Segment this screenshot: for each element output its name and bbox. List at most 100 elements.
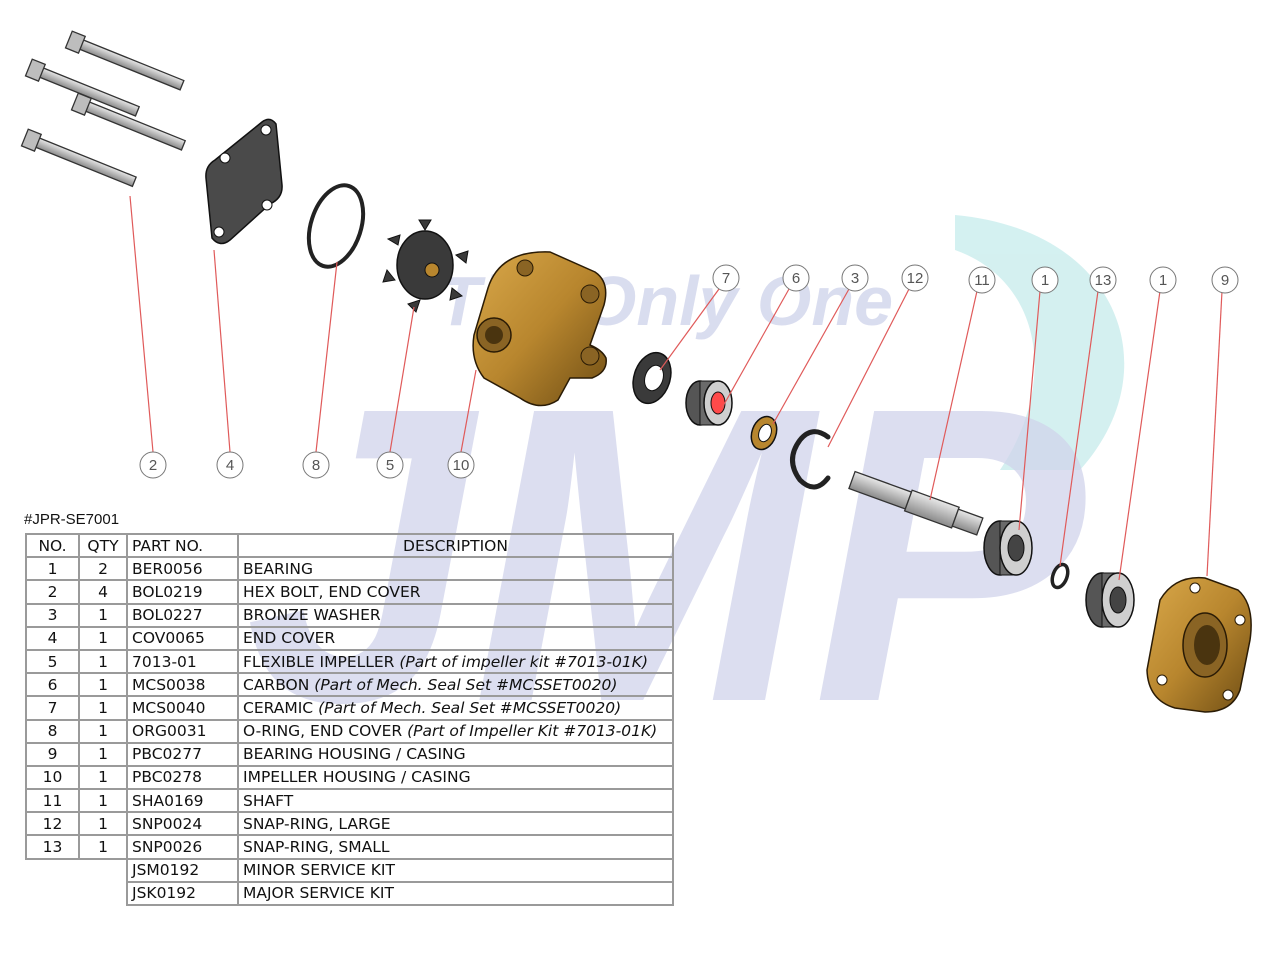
- cell-qty: 4: [78, 579, 128, 605]
- table-header-row: NO. QTY PART NO. DESCRIPTION: [25, 532, 674, 559]
- callout-1a: 1: [1031, 266, 1059, 294]
- cell-qty: 1: [78, 602, 128, 628]
- cell-part-no: PBC0277: [126, 741, 239, 767]
- kit-id: #JPR-SE7001: [24, 511, 120, 528]
- cell-part-no: COV0065: [126, 625, 239, 651]
- description-text: CARBON: [243, 675, 315, 694]
- callout-label: 3: [851, 270, 859, 287]
- description-text: BEARING HOUSING / CASING: [243, 745, 466, 764]
- o-ring: [306, 183, 366, 269]
- header-no: NO.: [25, 532, 80, 559]
- cell-description: BEARING HOUSING / CASING: [237, 741, 674, 767]
- cell-description: CARBON (Part of Mech. Seal Set #MCSSET00…: [237, 672, 674, 698]
- cell-description: MAJOR SERVICE KIT: [237, 880, 674, 907]
- description-text: SHAFT: [243, 791, 294, 810]
- callout-1b: 1: [1149, 266, 1177, 294]
- snap-ring-large: [790, 429, 831, 490]
- callout-label: 4: [226, 457, 234, 474]
- cell-description: END COVER: [237, 625, 674, 651]
- cell-description: BEARING: [237, 556, 674, 582]
- cell-part-no: MCS0040: [126, 695, 239, 721]
- cell-qty: 1: [78, 811, 128, 837]
- description-text: BRONZE WASHER: [243, 606, 381, 625]
- cell-qty: 1: [78, 741, 128, 767]
- cell-qty: 1: [78, 834, 128, 860]
- callout-label: 13: [1095, 272, 1112, 289]
- header-qty: QTY: [78, 532, 128, 559]
- header-description: DESCRIPTION: [237, 532, 674, 559]
- end-cover: [205, 118, 283, 245]
- cell-part-no: JSM0192: [126, 857, 239, 883]
- callout-label: 12: [907, 270, 924, 287]
- callout-label: 7: [722, 270, 730, 287]
- cell-qty: 1: [78, 648, 128, 675]
- cell-part-no: PBC0278: [126, 764, 239, 791]
- callout-label: 8: [312, 457, 320, 474]
- callout-12: 12: [901, 264, 929, 292]
- cell-no: 6: [25, 672, 80, 698]
- shaft: [848, 470, 984, 536]
- cell-no: 12: [25, 811, 80, 837]
- cell-qty: 1: [78, 718, 128, 744]
- callout-5: 5: [376, 451, 404, 479]
- cell-no: 3: [25, 602, 80, 628]
- bronze-washer: [750, 415, 778, 451]
- description-text: SNAP-RING, SMALL: [243, 838, 390, 857]
- description-text: END COVER: [243, 629, 336, 648]
- callout-label: 6: [792, 270, 800, 287]
- callout-10: 10: [447, 451, 475, 479]
- carbon-seal: [685, 380, 733, 426]
- cell-no: 13: [25, 834, 80, 860]
- cell-part-no: BOL0227: [126, 602, 239, 628]
- cell-no: 4: [25, 625, 80, 651]
- cell-description: O-RING, END COVER (Part of Impeller Kit …: [237, 718, 674, 744]
- cell-description: BRONZE WASHER: [237, 602, 674, 628]
- cell-part-no: MCS0038: [126, 672, 239, 698]
- callout-9: 9: [1211, 266, 1239, 294]
- cell-description: MINOR SERVICE KIT: [237, 857, 674, 883]
- cell-no: 9: [25, 741, 80, 767]
- leader-lines: [129, 195, 1223, 581]
- cell-no: 8: [25, 718, 80, 744]
- blank-cell: [26, 859, 79, 882]
- callout-6: 6: [782, 264, 810, 292]
- callout-label: 1: [1041, 272, 1049, 289]
- callout-label: 10: [453, 457, 470, 474]
- cell-qty: 2: [78, 556, 128, 582]
- description-text: BEARING: [243, 559, 313, 578]
- cell-description: CERAMIC (Part of Mech. Seal Set #MCSSET0…: [237, 695, 674, 721]
- description-note: (Part of Mech. Seal Set #MCSSET0020): [318, 698, 622, 717]
- description-note: (Part of Mech. Seal Set #MCSSET0020): [314, 675, 618, 694]
- callout-3: 3: [841, 264, 869, 292]
- cell-description: SNAP-RING, SMALL: [237, 834, 674, 860]
- cell-qty: 1: [78, 695, 128, 721]
- callout-label: 2: [149, 457, 157, 474]
- callout-label: 11: [974, 272, 990, 289]
- callout-2: 2: [139, 451, 167, 479]
- cell-qty: 1: [78, 672, 128, 698]
- bearing-housing: [1146, 576, 1252, 713]
- description-text: CERAMIC: [243, 698, 319, 717]
- description-note: (Part of Impeller Kit #7013-01K): [407, 722, 658, 741]
- blank-cell: [79, 859, 127, 882]
- cell-no: 2: [25, 579, 80, 605]
- cell-no: 10: [25, 764, 80, 791]
- impeller-housing: [472, 251, 607, 407]
- cell-no: 1: [25, 556, 80, 582]
- cell-part-no: JSK0192: [126, 880, 239, 907]
- blank-cell: [79, 882, 127, 905]
